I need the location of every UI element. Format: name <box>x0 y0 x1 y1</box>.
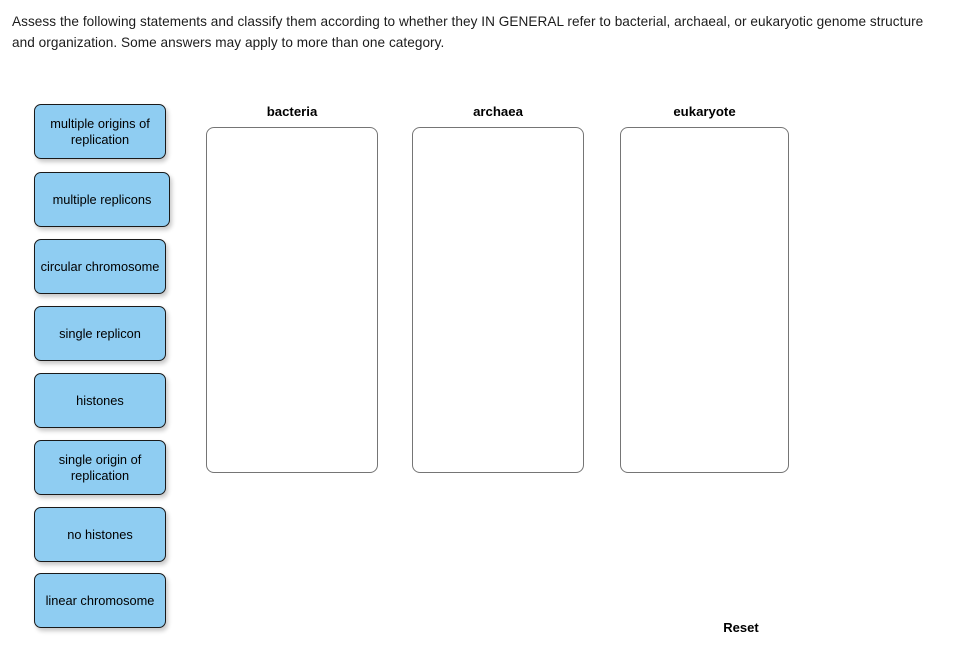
answer-tile[interactable]: linear chromosome <box>34 573 166 628</box>
category-column-bacteria: bacteria <box>206 104 378 473</box>
answer-tile[interactable]: single origin of replication <box>34 440 166 495</box>
answer-tile-label: no histones <box>67 526 133 542</box>
answer-tile[interactable]: single replicon <box>34 306 166 361</box>
category-header-bacteria: bacteria <box>266 104 318 119</box>
instructions-text: Assess the following statements and clas… <box>12 14 924 50</box>
answer-tile[interactable]: multiple origins of replication <box>34 104 166 159</box>
answer-tile-label: linear chromosome <box>45 592 155 608</box>
answer-tile[interactable]: no histones <box>34 507 166 562</box>
answer-tile-label: circular chromosome <box>40 258 160 274</box>
category-column-eukaryote: eukaryote <box>620 104 789 473</box>
category-header-eukaryote: eukaryote <box>673 104 736 119</box>
answer-tile[interactable]: multiple replicons <box>34 172 170 227</box>
answer-tile-label: multiple origins of replication <box>50 115 150 147</box>
category-column-archaea: archaea <box>412 104 584 473</box>
answer-tile[interactable]: circular chromosome <box>34 239 166 294</box>
reset-button[interactable]: Reset <box>723 620 759 635</box>
answer-tile-label: histones <box>76 392 124 408</box>
category-header-archaea: archaea <box>473 104 523 119</box>
answer-tile[interactable]: histones <box>34 373 166 428</box>
drop-zone-bacteria[interactable] <box>206 127 378 473</box>
answer-tile-label: single replicon <box>59 325 141 341</box>
answer-tile-label: single origin of replication <box>58 451 142 483</box>
answer-tile-label: multiple replicons <box>52 191 152 207</box>
drop-zone-archaea[interactable] <box>412 127 584 473</box>
drop-zone-eukaryote[interactable] <box>620 127 789 473</box>
